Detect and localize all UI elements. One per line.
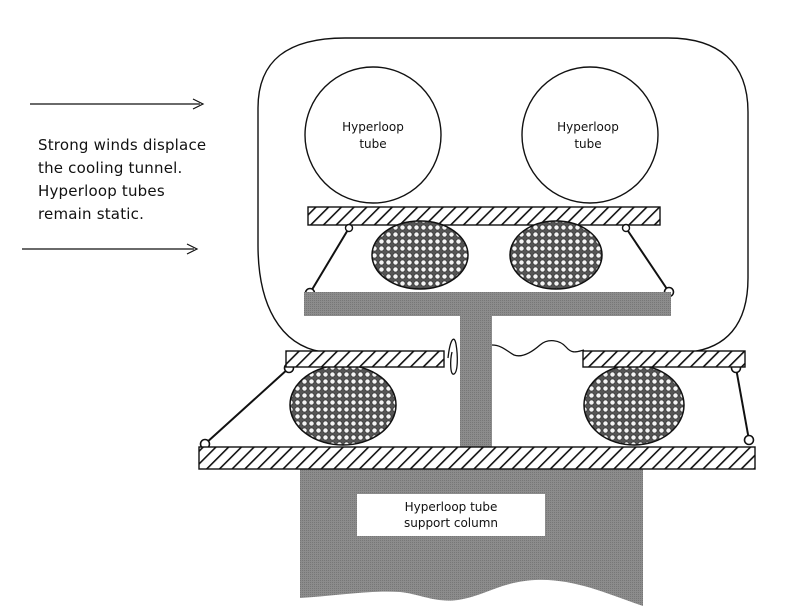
lower-left-strut (199, 362, 295, 450)
hyperloop-tube-right (521, 66, 659, 204)
flex-joint (447, 338, 458, 375)
lower-left-bundle (289, 364, 397, 446)
upper-left-strut (304, 223, 354, 299)
vertical-grey-post (460, 314, 492, 448)
support-column-label: support column (404, 516, 498, 530)
support-column-label-box (357, 494, 545, 536)
upper-grey-beam (304, 292, 671, 316)
upper-right-bundle (509, 220, 603, 290)
tube-right-label: Hyperloop (557, 120, 619, 134)
caption-line: remain static. (38, 205, 144, 223)
mid-right-plate (582, 350, 746, 368)
upper-right-strut (621, 223, 675, 298)
mid-left-plate (285, 350, 445, 368)
support-column-label: Hyperloop tube (405, 500, 498, 514)
base-plate (198, 446, 756, 470)
caption-line: Hyperloop tubes (38, 182, 165, 200)
upper-left-bundle (371, 220, 469, 290)
hyperloop-tube-left (304, 66, 442, 204)
support-column (300, 468, 643, 606)
upper-tube-support-plate (307, 206, 661, 226)
caption-line: the cooling tunnel. (38, 159, 182, 177)
wind-arrow-top (30, 98, 205, 110)
tube-left-label: Hyperloop (342, 120, 404, 134)
wind-caption: Strong winds displace the cooling tunnel… (38, 136, 206, 223)
tube-left-label: tube (359, 137, 386, 151)
lower-right-strut (730, 362, 755, 446)
tube-right-label: tube (574, 137, 601, 151)
wind-arrow-bottom (22, 243, 199, 255)
tunnel-wall-break (491, 340, 585, 357)
cooling-tunnel-outline (257, 37, 749, 353)
lower-right-bundle (583, 364, 685, 446)
caption-line: Strong winds displace (38, 136, 206, 154)
